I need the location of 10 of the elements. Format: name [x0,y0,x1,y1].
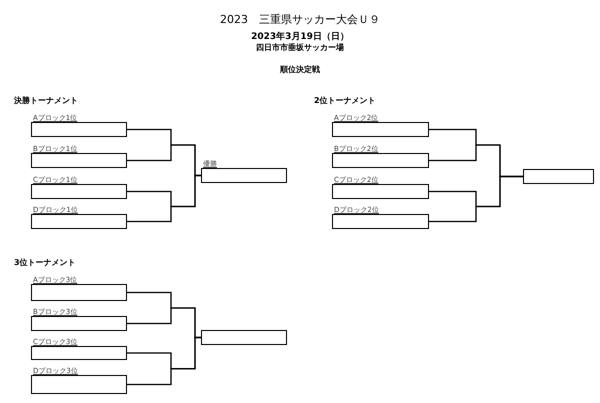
section-heading: 2位トーナメント [314,95,376,106]
title: 2023 三重県サッカー大会Ｕ９ [220,12,380,27]
venue-text: 四日市市垂坂サッカー場 [256,42,344,53]
bracket-line [127,174,201,222]
section-heading: 決勝トーナメント [14,95,78,106]
date-text: 2023年3月19日（日） [251,30,349,43]
subtitle: 順位決定戦 [280,64,320,75]
section-heading: 3位トーナメント [14,257,76,268]
bracket-line [429,176,523,222]
bracket-line [127,336,201,386]
